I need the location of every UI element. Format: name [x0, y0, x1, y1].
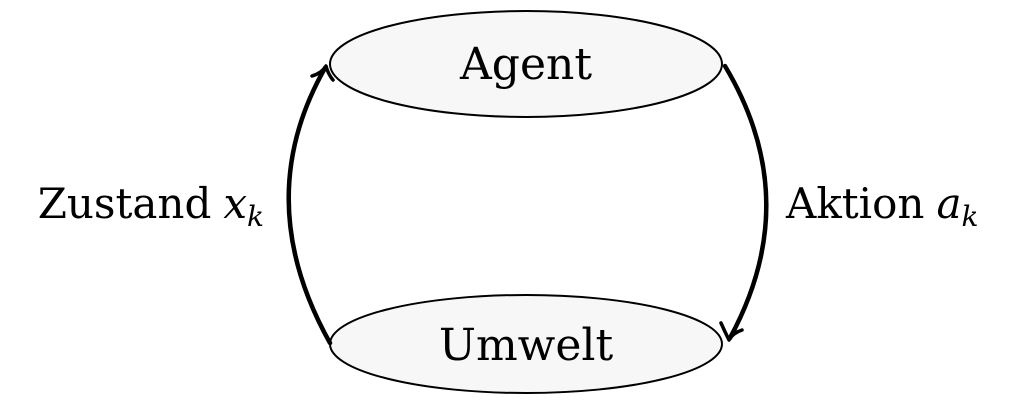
environment-node: Umwelt	[329, 294, 723, 394]
action-arrowhead-icon	[719, 321, 744, 342]
action-edge	[719, 63, 769, 342]
agent-node-label: Agent	[459, 39, 592, 90]
agent-node: Agent	[329, 10, 723, 118]
action-label-symbol: a	[936, 179, 961, 228]
action-label-subscript: k	[961, 200, 978, 233]
state-label-text: Zustand	[38, 179, 212, 228]
environment-node-label: Umwelt	[439, 320, 614, 371]
state-arrowhead-icon	[310, 64, 335, 82]
state-edge	[286, 64, 335, 346]
state-arrow-curve	[286, 65, 333, 346]
action-arrow-curve	[722, 63, 769, 341]
state-label-symbol: x	[223, 179, 247, 228]
action-label-text: Aktion	[785, 179, 924, 228]
agent-node-shape	[329, 10, 723, 118]
state-label-subscript: k	[247, 200, 264, 233]
